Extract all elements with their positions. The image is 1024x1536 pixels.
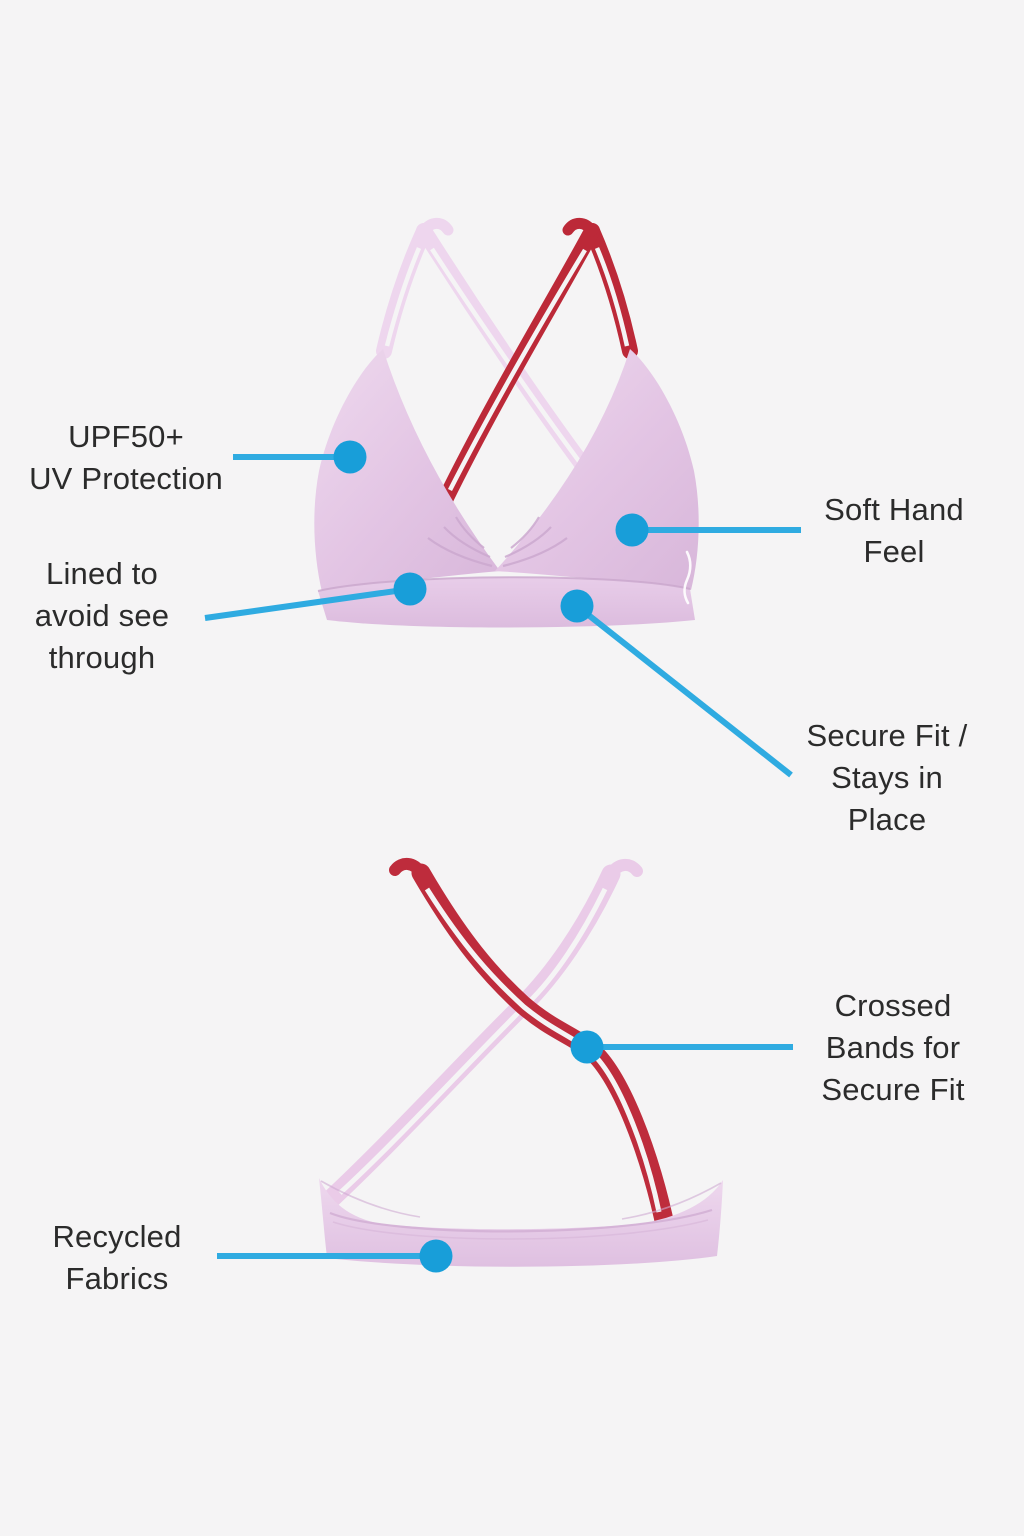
callout-line-lined	[204, 586, 411, 621]
callout-dot-upf	[333, 440, 367, 474]
callout-label-recycled-fabrics: Recycled Fabrics	[52, 1219, 182, 1296]
band-top-seam	[317, 576, 691, 592]
callout-dot-secure-fit	[560, 589, 594, 623]
callout-label-soft-hand-feel: Soft Hand Feel	[824, 492, 964, 569]
front-pink-strap	[376, 217, 609, 497]
left-cup-gather-wrinkles	[427, 516, 493, 568]
callout-label-secure-fit-stays-in-place: Secure Fit / Stays in Place	[806, 718, 968, 837]
callout-label-lined-to-avoid-see-through: Lined to avoid see through	[34, 556, 170, 675]
callout-label-crossed-bands-secure-fit: Crossed Bands for Secure Fit	[821, 988, 965, 1107]
back-view-illustration	[319, 858, 723, 1267]
back-pink-strap	[322, 859, 643, 1208]
front-view-illustration	[314, 217, 699, 628]
callout-dot-recycled	[419, 1239, 453, 1273]
back-band-seam	[329, 1208, 713, 1233]
front-red-strap	[437, 217, 638, 508]
brand-logo-mark	[683, 550, 692, 605]
callout-label-upf50-uv-protection: UPF50+ UV Protection	[29, 419, 223, 496]
back-red-strap	[389, 858, 676, 1240]
right-cup-gather-wrinkles	[502, 516, 568, 568]
back-band-stitch	[332, 1219, 709, 1240]
callout-line-secure-fit	[575, 603, 793, 778]
front-left-cup	[314, 349, 500, 592]
callout-dot-soft-hand	[615, 513, 649, 547]
callout-pointers	[204, 440, 801, 1273]
back-band-wing-creases	[320, 1180, 722, 1220]
callout-dot-lined	[393, 572, 427, 606]
front-chest-band	[317, 576, 695, 628]
back-band	[319, 1178, 723, 1267]
callout-dot-crossed-bands	[570, 1030, 604, 1064]
